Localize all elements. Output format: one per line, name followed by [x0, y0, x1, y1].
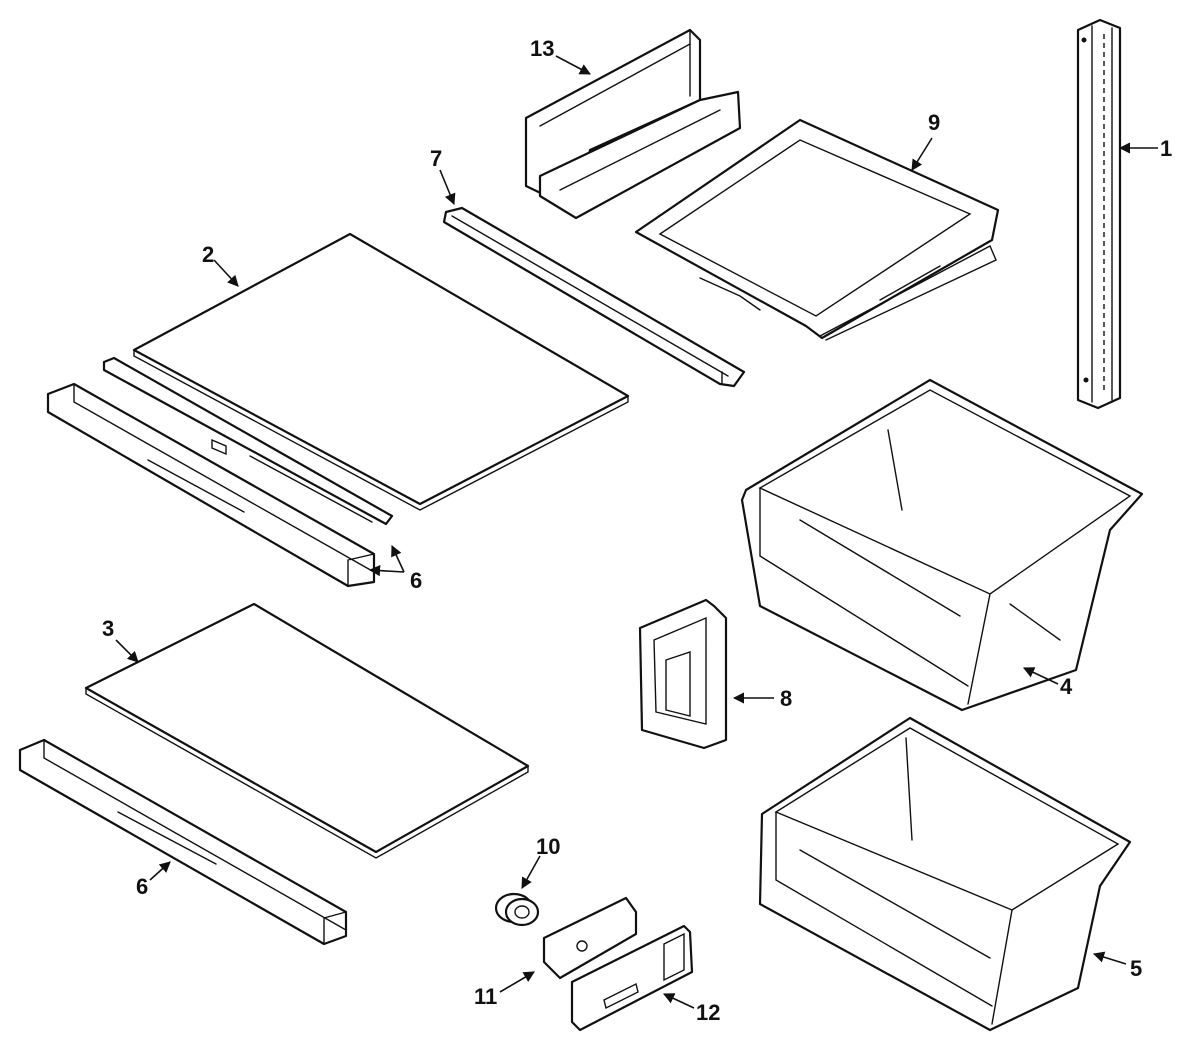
- part-11-plate: [542, 896, 638, 980]
- part-2-glass-shelf: [132, 232, 630, 511]
- part-9-small-shelf: [634, 118, 1000, 341]
- callout-2: 2: [202, 242, 214, 267]
- part-1-shelf-support: [1076, 18, 1122, 410]
- callout-9: 9: [928, 110, 940, 135]
- part-8-cover: [638, 598, 728, 750]
- callout-12: 12: [696, 1000, 720, 1025]
- leader-lines: [115, 55, 1158, 1009]
- callout-3: 3: [102, 616, 114, 641]
- part-6-upper-trim: [46, 356, 394, 588]
- callout-13: 13: [530, 36, 554, 61]
- part-3-glass-shelf: [84, 602, 530, 859]
- callout-6-lower: 6: [136, 874, 148, 899]
- part-5-crisper-drawer: [758, 716, 1132, 1032]
- callout-6-upper: 6: [410, 568, 422, 593]
- part-4-crisper-drawer: [740, 378, 1144, 712]
- callout-11: 11: [474, 984, 497, 1009]
- part-10-plug: [494, 892, 540, 927]
- part-13-bracket: [524, 28, 742, 220]
- callout-10: 10: [536, 834, 560, 859]
- callout-1: 1: [1160, 136, 1172, 161]
- part-12-control-panel: [570, 924, 694, 1032]
- callout-4: 4: [1060, 674, 1073, 699]
- callout-8: 8: [780, 686, 792, 711]
- callout-5: 5: [1130, 956, 1142, 981]
- part-6-lower-trim: [18, 738, 348, 946]
- part-7-trim-strip: [442, 206, 746, 388]
- callout-7: 7: [430, 146, 442, 171]
